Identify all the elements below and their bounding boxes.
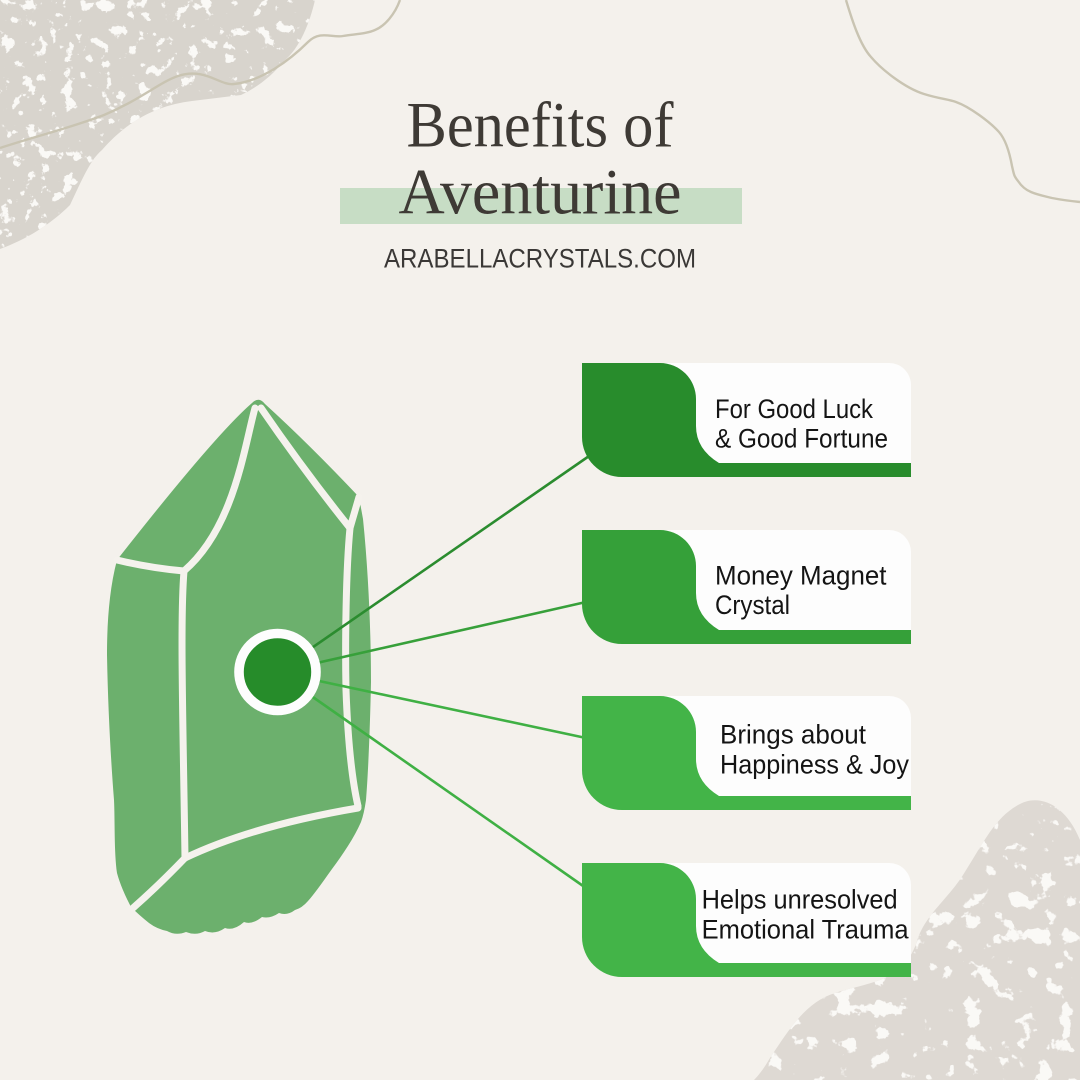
svg-text:Happiness & Joy: Happiness & Joy [720, 749, 909, 779]
svg-text:Crystal: Crystal [715, 590, 790, 620]
svg-text:Benefits of: Benefits of [407, 90, 674, 162]
svg-text:ARABELLACRYSTALS.COM: ARABELLACRYSTALS.COM [384, 244, 696, 274]
svg-text:Helps unresolved: Helps unresolved [702, 884, 898, 914]
svg-text:Money Magnet: Money Magnet [715, 560, 887, 590]
svg-text:& Good Fortune: & Good Fortune [715, 424, 888, 454]
svg-text:Brings about: Brings about [720, 719, 866, 749]
svg-text:For Good Luck: For Good Luck [715, 394, 873, 424]
svg-text:Emotional Trauma: Emotional Trauma [702, 914, 910, 944]
svg-text:Aventurine: Aventurine [399, 156, 682, 228]
